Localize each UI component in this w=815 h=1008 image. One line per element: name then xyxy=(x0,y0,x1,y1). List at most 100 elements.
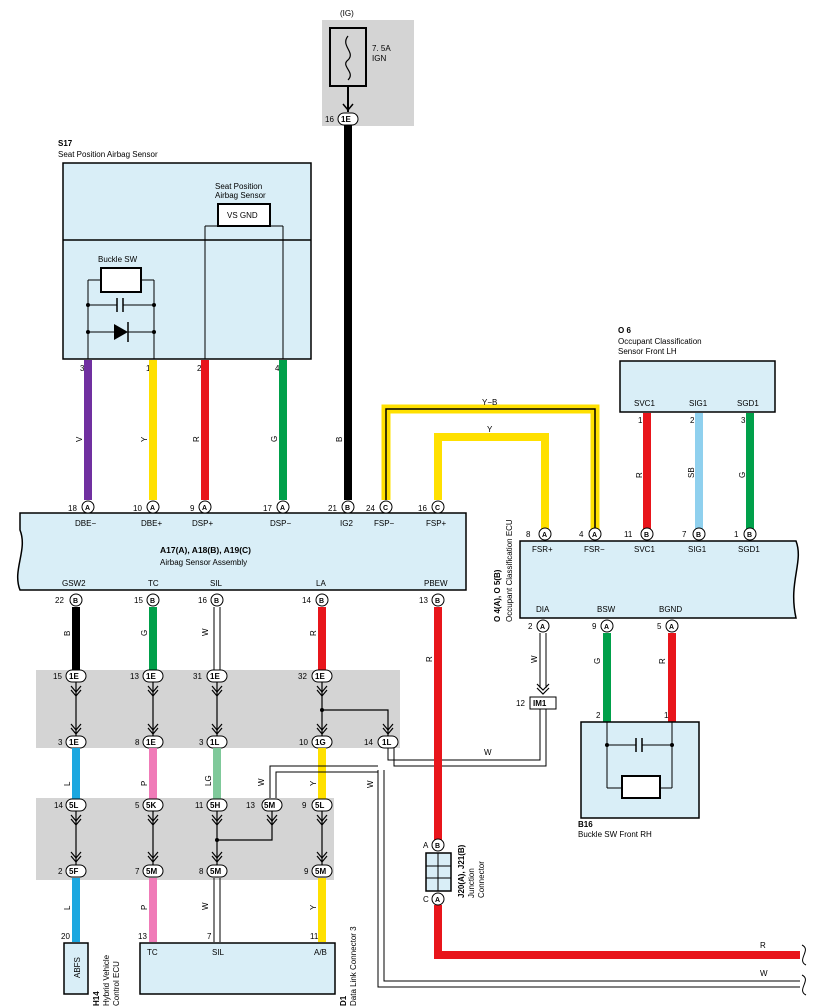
occupant-classification-ecu: O 4(A), O 5(B) Occupant Classification E… xyxy=(493,519,800,633)
fuse-conn: 1E xyxy=(341,115,351,124)
jc-top-b: B xyxy=(435,843,440,850)
pin-conn-b1: B xyxy=(73,598,78,605)
ecu-conn-a3: A xyxy=(540,624,545,631)
jc-bottom-c: C xyxy=(423,895,429,904)
jb-num: 14 xyxy=(364,738,373,747)
jb-conn: 5K xyxy=(146,801,156,810)
pin-conn: C xyxy=(383,505,388,512)
jb-num: 8 xyxy=(135,738,140,747)
junction-block-lower xyxy=(36,798,334,880)
ecu-sgd1: SGD1 xyxy=(738,545,760,554)
pin-num: 16 xyxy=(418,504,427,513)
wire-label-pbew: R xyxy=(425,656,434,662)
ecu-conn-b1: B xyxy=(644,532,649,539)
pin-name-tc: TC xyxy=(148,579,159,588)
ecu-sig1: SIG1 xyxy=(688,545,707,554)
fuse-name: IGN xyxy=(372,54,386,63)
d1-pin-11: 11 xyxy=(310,932,319,941)
jb-num: 13 xyxy=(130,672,139,681)
pin-num-14: 14 xyxy=(302,596,311,605)
wire-label-bsw: G xyxy=(593,658,602,664)
jc-bottom-a: A xyxy=(435,897,440,904)
o6-id: O 6 xyxy=(618,326,631,335)
jb-row-2: 3 1E 8 1E 3 1L 10 1G 14 1L xyxy=(58,735,399,749)
wire-label-sig1: SB xyxy=(687,467,696,478)
jb-num: 14 xyxy=(54,801,63,810)
jb-conn: 5M xyxy=(264,801,275,810)
jb-conn: 5M xyxy=(146,867,157,876)
pin-num: 24 xyxy=(366,504,375,513)
pin-conn-b4: B xyxy=(319,598,324,605)
d1-name: Data Link Connector 3 xyxy=(349,926,358,1006)
ecu-pin-5: 5 xyxy=(657,622,662,631)
wire-dia-white: W xyxy=(530,633,550,695)
ecu-pin-2: 2 xyxy=(528,622,533,631)
wire-label-w-out: W xyxy=(366,780,375,788)
im1-label: IM1 xyxy=(533,699,547,708)
pin-name: FSP− xyxy=(374,519,395,528)
o6-title-2: Sensor Front LH xyxy=(618,347,677,356)
ig-label: (IG) xyxy=(340,9,354,18)
wire-label-l: L xyxy=(63,781,72,786)
o6-occupant-sensor: O 6 Occupant Classification Sensor Front… xyxy=(618,326,776,425)
wire-label-w-mid: W xyxy=(257,778,266,786)
pin-name: DBE− xyxy=(75,519,96,528)
wire-label-sgd1: G xyxy=(738,472,747,478)
ecu-pin-1: 1 xyxy=(734,530,739,539)
pin-num-13: 13 xyxy=(419,596,428,605)
jb-num: 31 xyxy=(193,672,202,681)
s17-seat-position-sensor: S17 Seat Position Airbag Sensor Seat Pos… xyxy=(58,139,312,373)
s17-id: S17 xyxy=(58,139,73,148)
jb-num: 9 xyxy=(304,867,309,876)
pin-name: FSP+ xyxy=(426,519,447,528)
ecu-pin-4: 4 xyxy=(579,530,584,539)
s17-pin-2: 2 xyxy=(197,364,202,373)
o6-sgd1: SGD1 xyxy=(737,399,759,408)
o6-pin-3: 3 xyxy=(741,416,746,425)
jc-top-a: A xyxy=(423,841,429,850)
pin-dbe-plus: 10 A DBE+ xyxy=(133,500,162,528)
jb-conn: 1G xyxy=(315,738,326,747)
airbag-sensor-assembly: A17(A), A18(B), A19(C) Airbag Sensor Ass… xyxy=(16,512,467,591)
pin-conn: A xyxy=(85,505,90,512)
zener-diode-icon xyxy=(114,324,128,340)
wire-label-svc1: R xyxy=(635,472,644,478)
jb-num: 2 xyxy=(58,867,63,876)
o6-pin-2: 2 xyxy=(690,416,695,425)
fuse-rating: 7. 5A xyxy=(372,44,391,53)
wire-label-w-low: W xyxy=(201,902,210,910)
h14-term: ABFS xyxy=(73,957,82,978)
h14-name-1: Hybrid Vehicle xyxy=(102,954,111,1006)
wire-label-sil: W xyxy=(201,628,210,636)
jb-num: 8 xyxy=(199,867,204,876)
jb-conn: 5L xyxy=(69,801,78,810)
s17-title: Seat Position Airbag Sensor xyxy=(58,150,158,159)
ecu-fsr-plus: FSR+ xyxy=(532,545,553,554)
wire-label-p: P xyxy=(140,781,149,786)
im1-pin: 12 xyxy=(516,699,525,708)
pin-num-22: 22 xyxy=(55,596,64,605)
ecu-pin-9: 9 xyxy=(592,622,597,631)
ecu-conn-a2: A xyxy=(592,532,597,539)
jb-internal-upper xyxy=(70,682,394,737)
pin-fsp-plus: 16 C FSP+ xyxy=(418,500,447,528)
ecu-conn-label: O 4(A), O 5(B) xyxy=(493,569,502,622)
d1-pin-13: 13 xyxy=(138,932,147,941)
pin-name: DSP+ xyxy=(192,519,213,528)
h14-id: H14 xyxy=(92,991,101,1006)
pin-num: 21 xyxy=(328,504,337,513)
wire-label-gsw2: B xyxy=(63,631,72,636)
jc-title-1: J20(A), J21(B) xyxy=(457,844,466,898)
wire-label-y: Y xyxy=(140,436,149,442)
s17-inner-title-1: Seat Position xyxy=(215,182,262,191)
ecu-conn-a4: A xyxy=(604,624,609,631)
h14-name-2: Control ECU xyxy=(112,961,121,1006)
ecu-pin-7: 7 xyxy=(682,530,687,539)
jb-conn: 5F xyxy=(69,867,78,876)
ecu-conn-b3: B xyxy=(747,532,752,539)
s17-pin-3: 3 xyxy=(80,364,85,373)
jb-num: 3 xyxy=(58,738,63,747)
jb-conn: 5M xyxy=(210,867,221,876)
ecu-conn-b2: B xyxy=(696,532,701,539)
wire-label-right-r: R xyxy=(760,941,766,950)
